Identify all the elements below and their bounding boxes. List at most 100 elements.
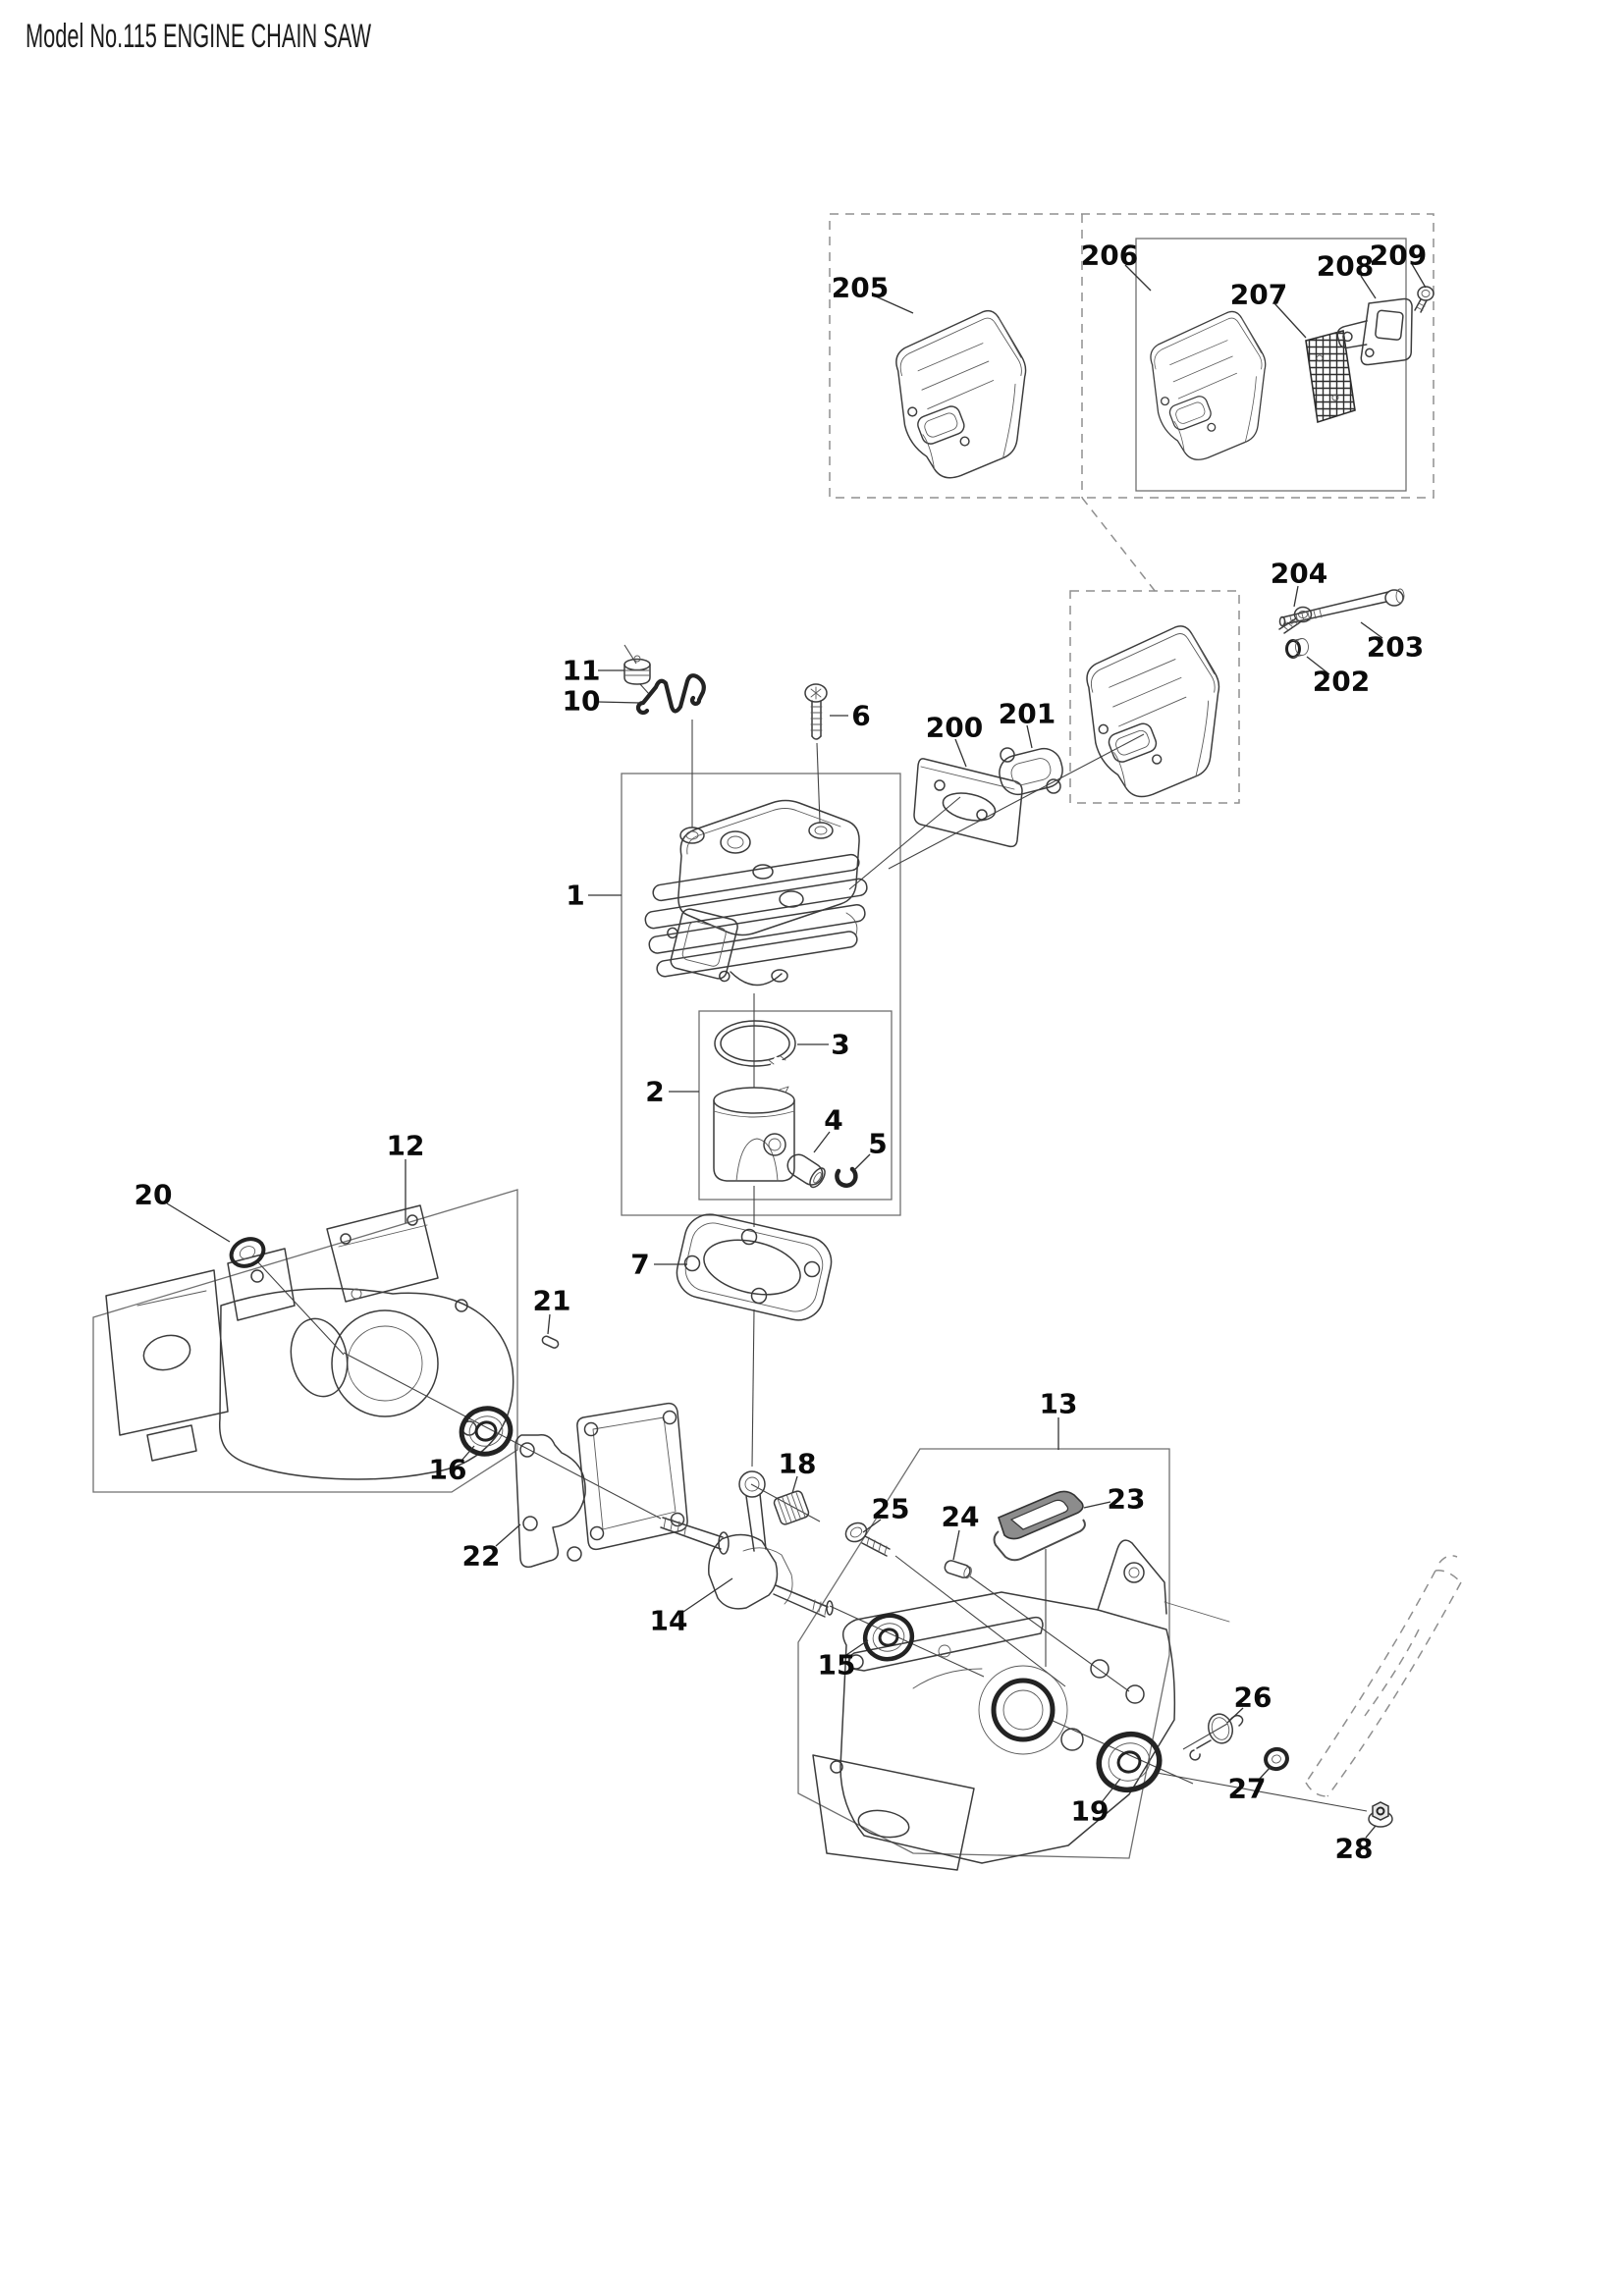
solid-box-piston-2 bbox=[698, 1010, 893, 1201]
callout-leader-21 bbox=[547, 1313, 551, 1335]
bolt-203-icon bbox=[1278, 588, 1405, 627]
callout-label-10: 10 bbox=[563, 685, 601, 718]
callout-leader-204 bbox=[1293, 585, 1299, 608]
callout-label-4: 4 bbox=[824, 1104, 842, 1137]
callout-leader-208 bbox=[1360, 275, 1377, 299]
callout-label-2: 2 bbox=[645, 1076, 664, 1108]
callout-label-22: 22 bbox=[462, 1540, 501, 1573]
callout-label-201: 201 bbox=[999, 698, 1056, 730]
callout-label-12: 12 bbox=[387, 1130, 425, 1162]
callout-label-204: 204 bbox=[1271, 558, 1327, 590]
callout-leader-20 bbox=[166, 1202, 231, 1243]
grouping-boxes bbox=[92, 213, 1435, 1859]
callout-label-28: 28 bbox=[1335, 1833, 1374, 1865]
dashed-box-muffler-202 bbox=[1069, 590, 1240, 804]
collar-202-icon bbox=[1285, 638, 1309, 659]
piston-pin-4-icon bbox=[786, 1153, 826, 1189]
callout-label-205: 205 bbox=[832, 272, 889, 304]
callout-label-1: 1 bbox=[566, 880, 584, 912]
callout-label-208: 208 bbox=[1317, 250, 1374, 283]
callout-label-21: 21 bbox=[533, 1285, 571, 1317]
callout-leader-24 bbox=[952, 1529, 960, 1561]
solid-box-cylinder-1 bbox=[621, 773, 901, 1216]
callout-label-206: 206 bbox=[1081, 240, 1138, 272]
crankcase-13-drawing bbox=[812, 1539, 1230, 1871]
callout-leader-5 bbox=[853, 1153, 871, 1171]
seal-27-icon bbox=[1264, 1746, 1289, 1772]
callout-label-7: 7 bbox=[630, 1249, 649, 1281]
muffler-205-drawing bbox=[895, 309, 1027, 479]
crankcase-gasket-22-icon bbox=[514, 1402, 688, 1569]
piston-ring-3-icon bbox=[714, 1020, 796, 1073]
callout-leader-22 bbox=[495, 1523, 521, 1547]
callout-leader-15 bbox=[845, 1639, 869, 1656]
piston-2-drawing bbox=[713, 1086, 795, 1182]
clip-26-icon bbox=[1189, 1713, 1244, 1761]
callout-label-6: 6 bbox=[851, 700, 870, 732]
callout-leader-25 bbox=[862, 1519, 882, 1533]
muffler-206-drawing bbox=[1150, 310, 1267, 460]
clutch-drum-19-icon bbox=[1096, 1731, 1163, 1793]
callout-label-3: 3 bbox=[831, 1029, 849, 1061]
screw-209-icon bbox=[1414, 286, 1435, 313]
bearing-16-icon bbox=[459, 1406, 514, 1457]
callout-label-207: 207 bbox=[1230, 279, 1287, 311]
brake-band-dashed-outline bbox=[1305, 1555, 1462, 1797]
screw-6-icon bbox=[804, 683, 828, 740]
callout-label-19: 19 bbox=[1071, 1795, 1110, 1828]
exhaust-gasket-201-icon bbox=[999, 747, 1063, 796]
needle-bearing-18-icon bbox=[773, 1490, 810, 1525]
callout-label-200: 200 bbox=[926, 712, 983, 744]
oil-seal-20-icon bbox=[229, 1237, 266, 1268]
callout-leader-206 bbox=[1124, 264, 1152, 292]
callout-leader-16 bbox=[460, 1445, 475, 1462]
dashed-connector-line bbox=[1081, 497, 1157, 593]
alignment-lines bbox=[256, 644, 1368, 1812]
callout-label-25: 25 bbox=[872, 1493, 910, 1525]
crankshaft-14-drawing bbox=[660, 1470, 834, 1618]
callout-label-202: 202 bbox=[1313, 666, 1370, 698]
callout-label-5: 5 bbox=[868, 1128, 887, 1160]
callout-label-13: 13 bbox=[1040, 1388, 1078, 1420]
callout-leader-27 bbox=[1258, 1766, 1272, 1781]
callout-label-16: 16 bbox=[429, 1454, 467, 1486]
callout-leader-19 bbox=[1101, 1778, 1121, 1803]
bearing-15-icon bbox=[862, 1613, 915, 1662]
callout-label-24: 24 bbox=[942, 1501, 980, 1533]
screw-25-icon bbox=[844, 1522, 891, 1557]
cooling-plate-200-icon bbox=[913, 758, 1023, 848]
callout-label-23: 23 bbox=[1108, 1483, 1146, 1516]
callout-leader-23 bbox=[1083, 1501, 1111, 1509]
page-title: Model No.115 ENGINE CHAIN SAW bbox=[26, 18, 371, 55]
callout-leader-201 bbox=[1026, 724, 1033, 749]
callout-label-15: 15 bbox=[818, 1649, 856, 1682]
grommet-11-icon bbox=[623, 655, 651, 685]
callout-leader-28 bbox=[1365, 1825, 1377, 1839]
solid-box-206 bbox=[1135, 238, 1407, 492]
callout-label-20: 20 bbox=[135, 1179, 173, 1211]
callout-leader-203 bbox=[1360, 621, 1383, 639]
box-crankcase-12 bbox=[92, 1189, 518, 1493]
dashed-box-muffler-options bbox=[829, 213, 1435, 499]
callout-leader-26 bbox=[1226, 1707, 1244, 1724]
callout-leader-202 bbox=[1306, 656, 1330, 675]
callout-leader-18 bbox=[791, 1475, 798, 1494]
cylinder-1-drawing bbox=[644, 799, 868, 987]
callout-label-11: 11 bbox=[563, 655, 601, 687]
callout-label-27: 27 bbox=[1228, 1773, 1267, 1805]
callout-leader-205 bbox=[875, 295, 914, 314]
callout-leader-10 bbox=[597, 701, 641, 704]
callout-leader-207 bbox=[1273, 302, 1307, 339]
callout-label-26: 26 bbox=[1234, 1682, 1272, 1714]
callout-label-203: 203 bbox=[1367, 631, 1424, 664]
pin-21-icon bbox=[541, 1335, 560, 1349]
crankcase-12-drawing bbox=[105, 1204, 514, 1480]
circlip-5-icon bbox=[835, 1166, 858, 1188]
spark-arrestor-screen-207-icon bbox=[1305, 329, 1356, 424]
callout-label-209: 209 bbox=[1370, 240, 1427, 272]
muffler-202-drawing bbox=[1086, 625, 1220, 798]
wire-spring-10-icon bbox=[635, 673, 706, 716]
callout-label-18: 18 bbox=[779, 1448, 817, 1480]
